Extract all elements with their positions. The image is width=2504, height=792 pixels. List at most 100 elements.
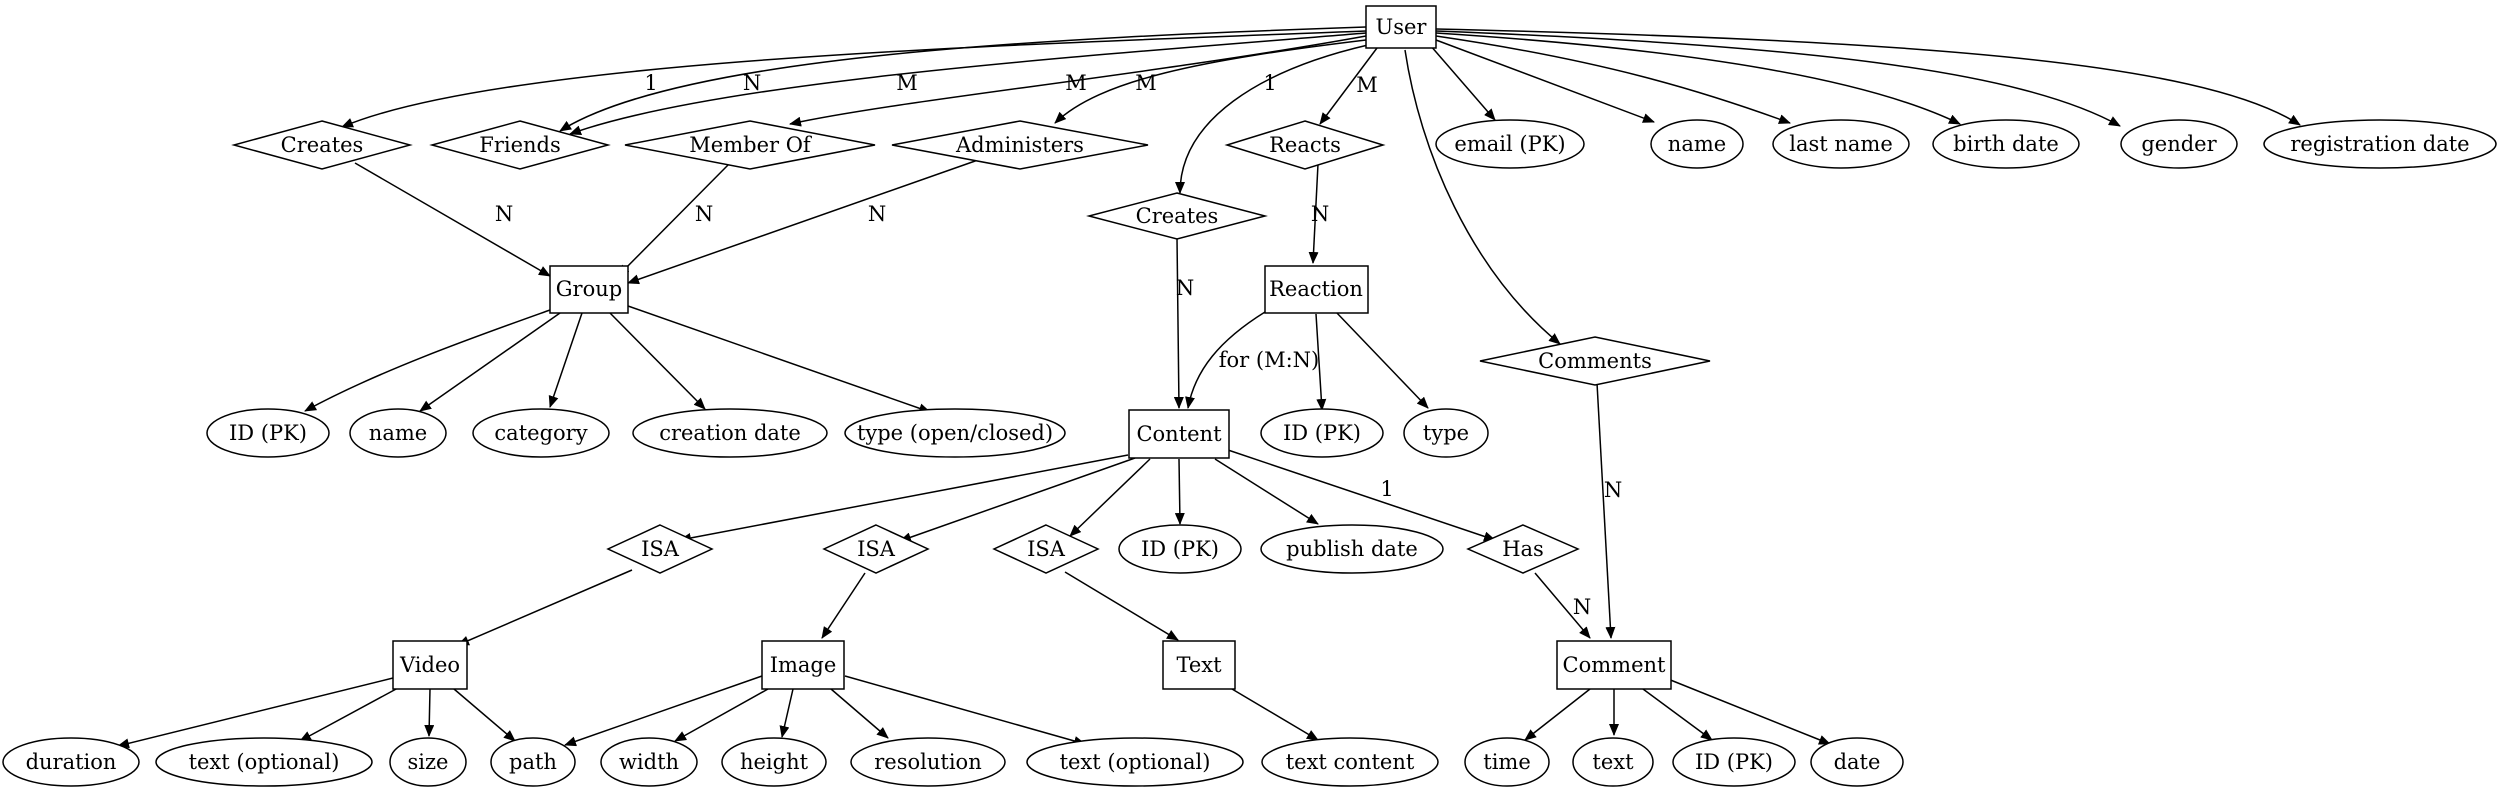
relationship-reacts[interactable]: Reacts [1224,120,1386,170]
svg-text:name: name [369,421,427,445]
attr-user-gender[interactable]: gender [2120,119,2238,169]
edge-comments-to-comment [1596,382,1616,639]
label-user-member-of: M [1065,71,1087,95]
attr-group-id[interactable]: ID (PK) [206,408,330,458]
relationship-friends[interactable]: Friends [429,120,611,170]
relationship-comments[interactable]: Comments [1479,336,1711,386]
svg-text:width: width [619,750,679,774]
attr-group-creation-date[interactable]: creation date [632,408,828,458]
edge-user-reacts [1319,47,1378,125]
attr-group-name[interactable]: name [349,408,447,458]
attr-comment-time[interactable]: time [1464,737,1550,787]
attr-comment-text[interactable]: text [1572,737,1654,787]
edge-user-creates-content [1175,44,1369,194]
entity-user[interactable]: User [1365,5,1437,49]
relationship-isa-text[interactable]: ISA [992,524,1100,574]
svg-text:creation date: creation date [659,421,801,445]
edge-user-email [1429,44,1496,121]
label-content-has: 1 [1380,477,1393,501]
relationship-isa-video-label: ISA [641,537,680,561]
relationship-creates-group-label: Creates [281,133,364,157]
edge-reacts-to-reaction [1308,163,1319,264]
label-comments-to-comment: N [1604,478,1622,502]
relationships: Creates Friends Member Of Administers Cr… [231,120,1711,574]
attr-group-type[interactable]: type (open/closed) [844,408,1066,458]
edge-content-isa-video [679,454,1129,543]
label-has-to-comment: N [1573,595,1591,619]
attr-image-width[interactable]: width [600,737,698,787]
edge-has-to-comment [1534,572,1591,639]
attr-comment-date[interactable]: date [1810,737,1904,787]
edge-group-type [627,305,931,414]
label-reacts-to-reaction: N [1311,202,1329,226]
relationship-comments-label: Comments [1538,349,1652,373]
relationship-isa-image[interactable]: ISA [822,524,930,574]
entity-reaction[interactable]: Reaction [1264,265,1369,314]
edge-comment-time [1524,688,1591,741]
attr-text-content[interactable]: text content [1261,737,1439,787]
relationship-reacts-label: Reacts [1269,133,1341,157]
entity-image[interactable]: Image [761,640,845,690]
entity-text[interactable]: Text [1162,640,1236,690]
svg-text:time: time [1483,750,1531,774]
attr-media-path[interactable]: path [490,737,576,787]
entity-group-label: Group [556,277,622,301]
attr-image-text[interactable]: text (optional) [1026,737,1244,787]
attr-image-resolution[interactable]: resolution [850,737,1006,787]
relationship-administers[interactable]: Administers [891,120,1149,170]
svg-text:height: height [740,750,809,774]
relationship-isa-video[interactable]: ISA [606,524,714,574]
relationship-isa-text-label: ISA [1027,537,1066,561]
attr-comment-id[interactable]: ID (PK) [1672,737,1796,787]
svg-text:birth date: birth date [1953,132,2059,156]
attr-user-birth-date[interactable]: birth date [1932,119,2080,169]
edge-group-category [548,312,583,408]
attr-reaction-id[interactable]: ID (PK) [1260,408,1384,458]
attr-content-id[interactable]: ID (PK) [1118,524,1242,574]
attr-content-publish-date[interactable]: publish date [1260,524,1444,574]
entity-comment[interactable]: Comment [1556,640,1672,690]
label-creates-to-content: N [1176,276,1194,300]
entity-comment-label: Comment [1563,653,1666,677]
attr-video-duration[interactable]: duration [2,737,140,787]
entity-reaction-label: Reaction [1269,277,1363,301]
relationship-has[interactable]: Has [1466,524,1580,574]
attr-user-last-name[interactable]: last name [1772,119,1910,169]
edge-isa-to-text [1064,571,1179,641]
label-administers-to-group: N [868,202,886,226]
entity-group[interactable]: Group [549,265,629,314]
attr-image-height[interactable]: height [721,737,827,787]
entity-image-label: Image [770,653,837,677]
relationship-creates-content[interactable]: Creates [1086,192,1268,240]
relationship-administers-label: Administers [955,133,1084,157]
attr-user-email[interactable]: email (PK) [1435,119,1585,169]
label-user-creates-content: 1 [1263,71,1276,95]
entity-video[interactable]: Video [392,640,468,690]
svg-text:type (open/closed): type (open/closed) [857,421,1053,445]
entity-video-label: Video [399,653,460,677]
svg-text:text content: text content [1286,750,1415,774]
relationship-creates-group[interactable]: Creates [231,120,413,170]
label-user-friends-m: M [896,71,918,95]
edge-image-path [564,675,763,747]
edge-user-name [1435,39,1655,123]
edge-video-duration [117,677,394,749]
attr-user-registration-date[interactable]: registration date [2263,119,2497,169]
attr-group-category[interactable]: category [472,408,610,458]
edge-reaction-for-content [1185,311,1266,409]
entities: User Group Reaction Content Video Image … [392,5,1672,690]
svg-text:date: date [1834,750,1881,774]
attr-video-size[interactable]: size [389,737,467,787]
entity-user-label: User [1376,15,1428,39]
svg-text:ID (PK): ID (PK) [1283,421,1361,445]
attr-user-name[interactable]: name [1650,119,1744,169]
attr-video-text[interactable]: text (optional) [155,737,373,787]
attr-reaction-type[interactable]: type [1403,408,1489,458]
entity-content[interactable]: Content [1128,409,1230,459]
edge-comment-date [1667,678,1831,745]
edge-user-creates-group [341,30,1367,128]
edge-video-path [453,688,516,742]
relationship-member-of[interactable]: Member Of [624,120,876,170]
svg-text:size: size [408,750,449,774]
edge-labels: 1 N M M M 1 M 1 N N N N N for (M:N) N 1 … [495,71,1622,619]
